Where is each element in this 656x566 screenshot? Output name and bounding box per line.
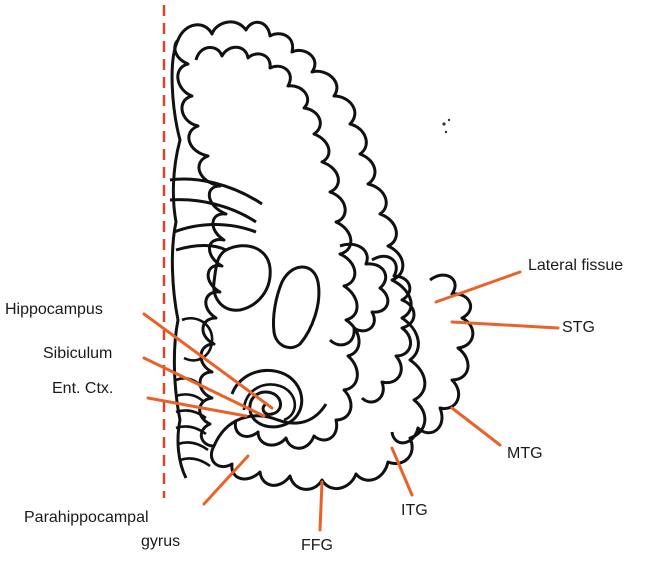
- parahippocampal-gyrus-outline: [214, 404, 326, 446]
- label-ffg: FFG: [301, 536, 333, 555]
- label-parahippocampal-line2: gyrus: [141, 532, 180, 551]
- label-itg: ITG: [401, 501, 428, 520]
- speck-2: [448, 119, 450, 121]
- speck-1: [442, 122, 445, 125]
- label-stg: STG: [562, 318, 595, 337]
- leader-ffg: [320, 482, 322, 530]
- label-mtg: MTG: [507, 444, 543, 463]
- ventricle-shape: [273, 267, 318, 348]
- label-hippocampus: Hippocampus: [5, 300, 103, 319]
- label-ent-ctx: Ent. Ctx.: [52, 379, 113, 398]
- leader-stg: [452, 322, 558, 328]
- basal-structure: [214, 246, 270, 310]
- label-subiculum: Sibiculum: [43, 344, 112, 363]
- leader-mtg: [452, 408, 500, 445]
- speck-3: [445, 131, 447, 133]
- label-parahippocampal-line1: Parahippocampal: [24, 508, 149, 527]
- label-lateral-fissure: Lateral fissue: [528, 256, 623, 275]
- lateral-fissure-fold: [330, 244, 388, 345]
